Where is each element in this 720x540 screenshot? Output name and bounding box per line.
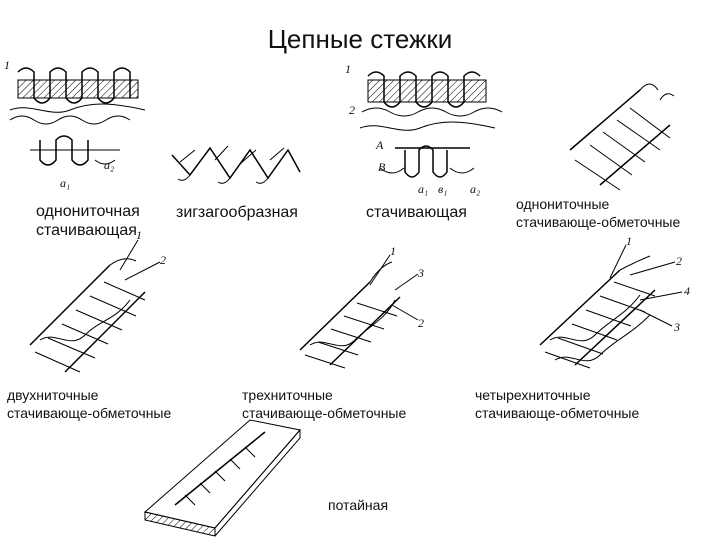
callout-leaders <box>119 239 683 327</box>
label-two-thread-overlock: двухниточные стачивающе-обметочные <box>7 387 172 421</box>
callout-1-diagram7: 1 <box>626 234 632 248</box>
diagram-single-thread-joining <box>9 67 146 166</box>
callout-2-diagram5: 2 <box>160 253 166 267</box>
callout-a-letter: A <box>376 138 384 152</box>
callout-2-diagram6: 2 <box>418 316 424 330</box>
diagram-four-thread-overlock <box>539 255 656 369</box>
callout-1-diagram3: 1 <box>345 62 351 76</box>
callout-3-diagram6: 3 <box>418 266 424 280</box>
callout-a1-diagram3: a₁ <box>418 182 429 196</box>
callout-3-diagram7: 3 <box>674 320 680 334</box>
callout-1-diagram5: 1 <box>136 228 142 242</box>
callout-a1-diagram1: a₁ <box>60 176 71 190</box>
diagram-blind <box>143 419 301 537</box>
callout-2-diagram7: 2 <box>676 254 682 268</box>
callout-b-letter: В <box>378 160 386 174</box>
diagram-zigzag <box>171 145 301 184</box>
label-four-thread-overlock: четырехниточные стачивающе-обметочные <box>475 387 640 421</box>
diagram-two-thread-overlock <box>29 258 146 373</box>
page-title: Цепные стежки <box>267 24 453 54</box>
label-blind: потайная <box>328 497 389 513</box>
label-single-thread-overlock: однониточные стачивающе-обметочные <box>516 196 681 230</box>
callout-1-diagram6: 1 <box>390 244 396 258</box>
diagram-single-thread-overlock <box>569 83 675 191</box>
callout-4-diagram7: 4 <box>684 284 690 298</box>
diagram-joining <box>359 71 503 178</box>
label-joining: стачивающая <box>366 204 467 221</box>
callout-2-diagram3: 2 <box>349 103 355 117</box>
callout-b1-diagram3: в₁ <box>438 182 448 196</box>
label-three-thread-overlock: трехниточные стачивающе-обметочные <box>242 387 407 421</box>
callout-a2-diagram1: a₂ <box>104 158 115 172</box>
diagram-three-thread-overlock <box>299 261 401 369</box>
callout-a2-diagram3: a₂ <box>470 182 481 196</box>
label-zigzag: зигзагообразная <box>176 204 298 221</box>
callout-1-diagram1: 1 <box>4 58 10 72</box>
label-single-thread-joining: однониточная стачивающая <box>36 203 140 239</box>
